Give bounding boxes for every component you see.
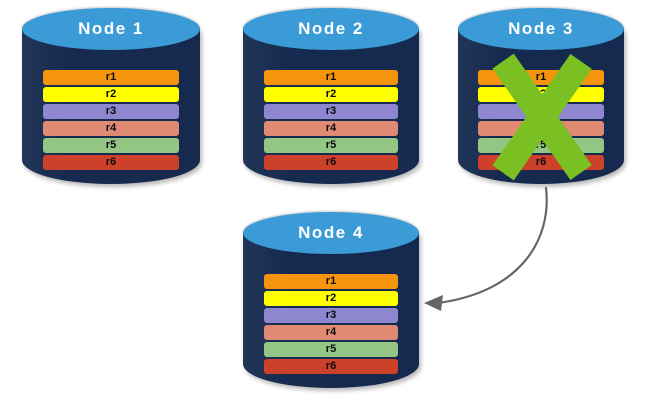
node-3-label: Node 3 xyxy=(508,19,574,38)
node-3-records: r1 r2 r3 r4 r5 r6 xyxy=(477,70,605,170)
node-4-records: r1 r2 r3 r4 r5 r6 xyxy=(264,274,398,374)
migration-arrow-line xyxy=(436,186,548,305)
node-1[interactable]: Node 1 r1 r2 r3 r4 r5 r6 xyxy=(22,8,200,184)
record-r5: r5 xyxy=(477,138,605,153)
record-r6: r6 xyxy=(264,155,398,170)
record-r6: r6 xyxy=(43,155,179,170)
record-r4: r4 xyxy=(264,325,398,340)
record-r3: r3 xyxy=(477,104,605,119)
record-r3: r3 xyxy=(264,104,398,119)
node-3-cylinder-top xyxy=(458,8,624,50)
node-2-records: r1 r2 r3 r4 r5 r6 xyxy=(264,70,398,170)
node-1-label: Node 1 xyxy=(78,19,144,38)
record-r4: r4 xyxy=(43,121,179,136)
node-1-cylinder-top xyxy=(22,8,200,50)
record-r5: r5 xyxy=(264,342,398,357)
record-r2: r2 xyxy=(264,291,398,306)
node-3[interactable]: Node 3 r1 r2 r3 r4 r5 r6 xyxy=(458,8,624,184)
record-r1: r1 xyxy=(264,274,398,289)
record-r2: r2 xyxy=(264,87,398,102)
record-r4: r4 xyxy=(477,121,605,136)
node-2-cylinder-top xyxy=(243,8,419,50)
record-r6: r6 xyxy=(477,155,605,170)
record-r4: r4 xyxy=(264,121,398,136)
node-2[interactable]: Node 2 r1 r2 r3 r4 r5 r6 xyxy=(243,8,419,184)
record-r1: r1 xyxy=(477,70,605,85)
record-r1: r1 xyxy=(43,70,179,85)
record-r2: r2 xyxy=(477,87,605,102)
node-4-label: Node 4 xyxy=(298,223,364,242)
node-1-records: r1 r2 r3 r4 r5 r6 xyxy=(43,70,179,170)
record-r1: r1 xyxy=(264,70,398,85)
node-2-label: Node 2 xyxy=(298,19,364,38)
node-4[interactable]: Node 4 r1 r2 r3 r4 r5 r6 xyxy=(243,212,419,388)
record-r2: r2 xyxy=(43,87,179,102)
node-4-cylinder-top xyxy=(243,212,419,254)
record-r3: r3 xyxy=(43,104,179,119)
record-r5: r5 xyxy=(264,138,398,153)
record-r5: r5 xyxy=(43,138,179,153)
migration-arrow-head xyxy=(424,295,443,311)
record-r6: r6 xyxy=(264,359,398,374)
record-r3: r3 xyxy=(264,308,398,323)
